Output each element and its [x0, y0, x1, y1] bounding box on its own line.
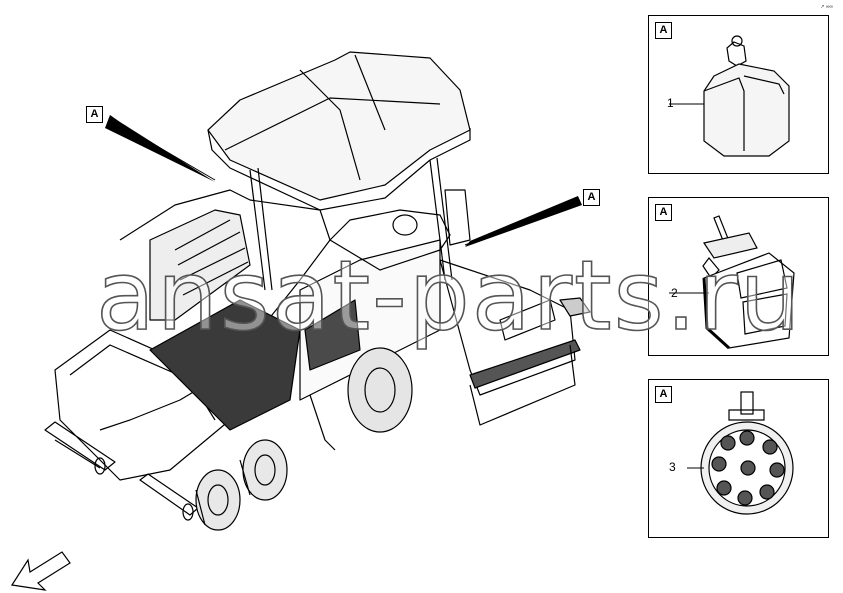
part-number-2: 2 — [671, 286, 678, 300]
work-light-led-square — [669, 215, 795, 350]
panel-1-callout: A — [655, 22, 672, 39]
detail-panel-1: A 1 — [648, 15, 829, 174]
work-light-led-round — [687, 391, 794, 515]
part-number-1: 1 — [667, 96, 674, 110]
panel-3-callout: A — [655, 386, 672, 403]
work-light-square — [669, 35, 790, 157]
detail-panel-2: A 2 — [648, 197, 829, 356]
direction-arrow — [10, 551, 71, 591]
detail-panel-3: A 3 — [648, 379, 829, 538]
callout-a-right: A — [583, 189, 600, 206]
corner-mark: ↗ ∞∞ — [820, 4, 833, 10]
callout-a-left: A — [86, 106, 103, 123]
panel-2-callout: A — [655, 204, 672, 221]
part-number-3: 3 — [669, 460, 676, 474]
